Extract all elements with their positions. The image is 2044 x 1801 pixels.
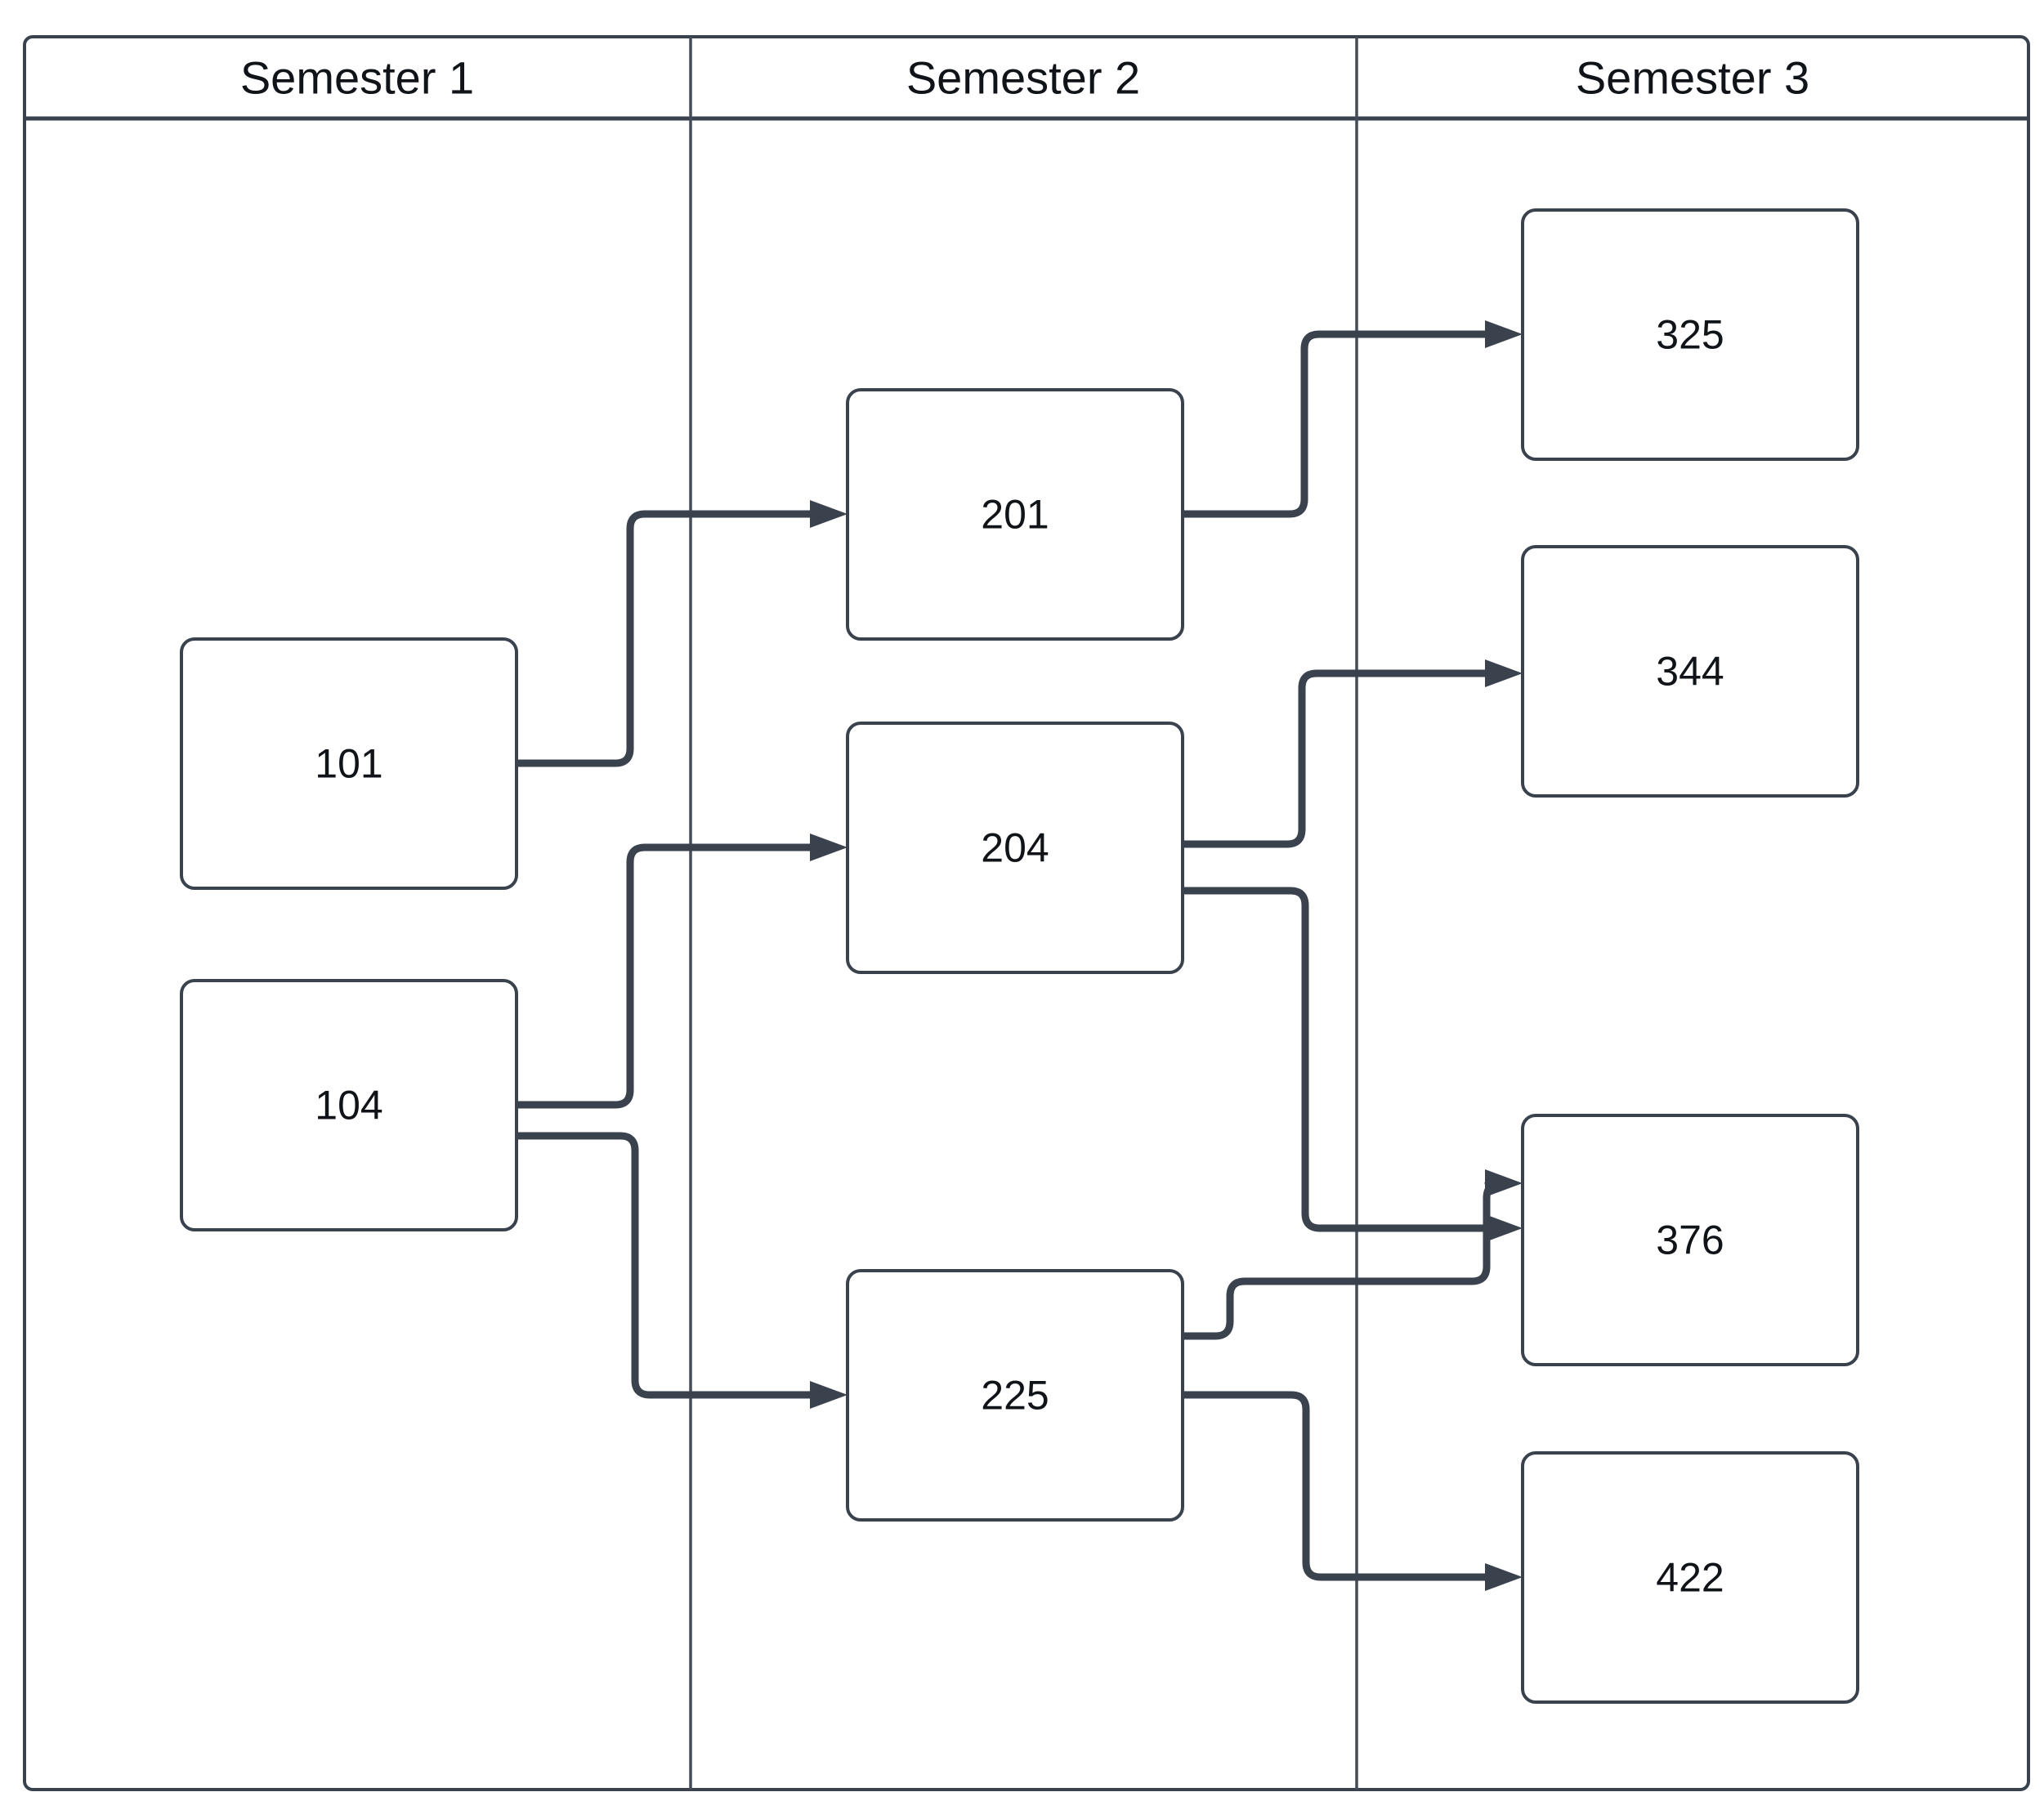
node-box[interactable] (846, 1269, 1184, 1522)
edge-201-325[interactable] (1179, 320, 1523, 518)
edge-101-201[interactable] (512, 500, 848, 767)
edge-104-204[interactable] (512, 833, 848, 1109)
node-label: 376 (1656, 1218, 1724, 1263)
edge-arrowhead (1485, 320, 1523, 348)
node-label: 344 (1656, 649, 1724, 695)
node-label: 422 (1656, 1555, 1724, 1601)
node-box[interactable] (1521, 1114, 1859, 1366)
edge-arrowhead (1485, 1214, 1523, 1242)
node-box[interactable] (1521, 1451, 1859, 1704)
node-376[interactable]: 376 (1521, 1114, 1859, 1366)
node-box[interactable] (180, 637, 518, 890)
node-label: 201 (981, 492, 1049, 538)
node-225[interactable]: 225 (846, 1269, 1184, 1522)
edge-225-422[interactable] (1179, 1391, 1523, 1591)
node-325[interactable]: 325 (1521, 208, 1859, 461)
node-label: 204 (981, 825, 1049, 871)
node-422[interactable]: 422 (1521, 1451, 1859, 1704)
edge-arrowhead (810, 1381, 848, 1409)
lane-title-semester-2: Semester 2 (906, 52, 1140, 104)
edge-arrowhead (1485, 659, 1523, 687)
edge-line (1179, 330, 1492, 518)
node-box[interactable] (846, 722, 1184, 974)
node-344[interactable]: 344 (1521, 545, 1859, 798)
node-box[interactable] (1521, 545, 1859, 798)
edge-225-376[interactable] (1179, 1169, 1523, 1340)
edge-arrowhead (810, 833, 848, 861)
edge-204-376[interactable] (1179, 887, 1523, 1242)
lane-title-semester-3: Semester 3 (1576, 52, 1809, 104)
node-box[interactable] (180, 979, 518, 1231)
edge-204-344[interactable] (1179, 659, 1523, 848)
edge-104-225[interactable] (512, 1132, 848, 1409)
edge-arrowhead (810, 500, 848, 528)
edge-line (512, 843, 817, 1109)
node-201[interactable]: 201 (846, 388, 1184, 641)
lane-title-semester-1: Semester 1 (240, 52, 474, 104)
node-101[interactable]: 101 (180, 637, 518, 890)
node-label: 101 (315, 741, 382, 787)
node-204[interactable]: 204 (846, 722, 1184, 974)
edge-line (1179, 887, 1492, 1232)
node-label: 225 (981, 1373, 1049, 1419)
node-box[interactable] (846, 388, 1184, 641)
node-label: 104 (315, 1083, 382, 1128)
edge-line (1179, 1391, 1492, 1581)
node-label: 325 (1656, 312, 1724, 358)
edge-arrowhead (1485, 1563, 1523, 1591)
edge-arrowhead (1485, 1169, 1523, 1197)
edge-line (512, 1132, 817, 1399)
edge-line (512, 510, 817, 767)
node-box[interactable] (1521, 208, 1859, 461)
node-104[interactable]: 104 (180, 979, 518, 1231)
edge-line (1179, 669, 1492, 848)
